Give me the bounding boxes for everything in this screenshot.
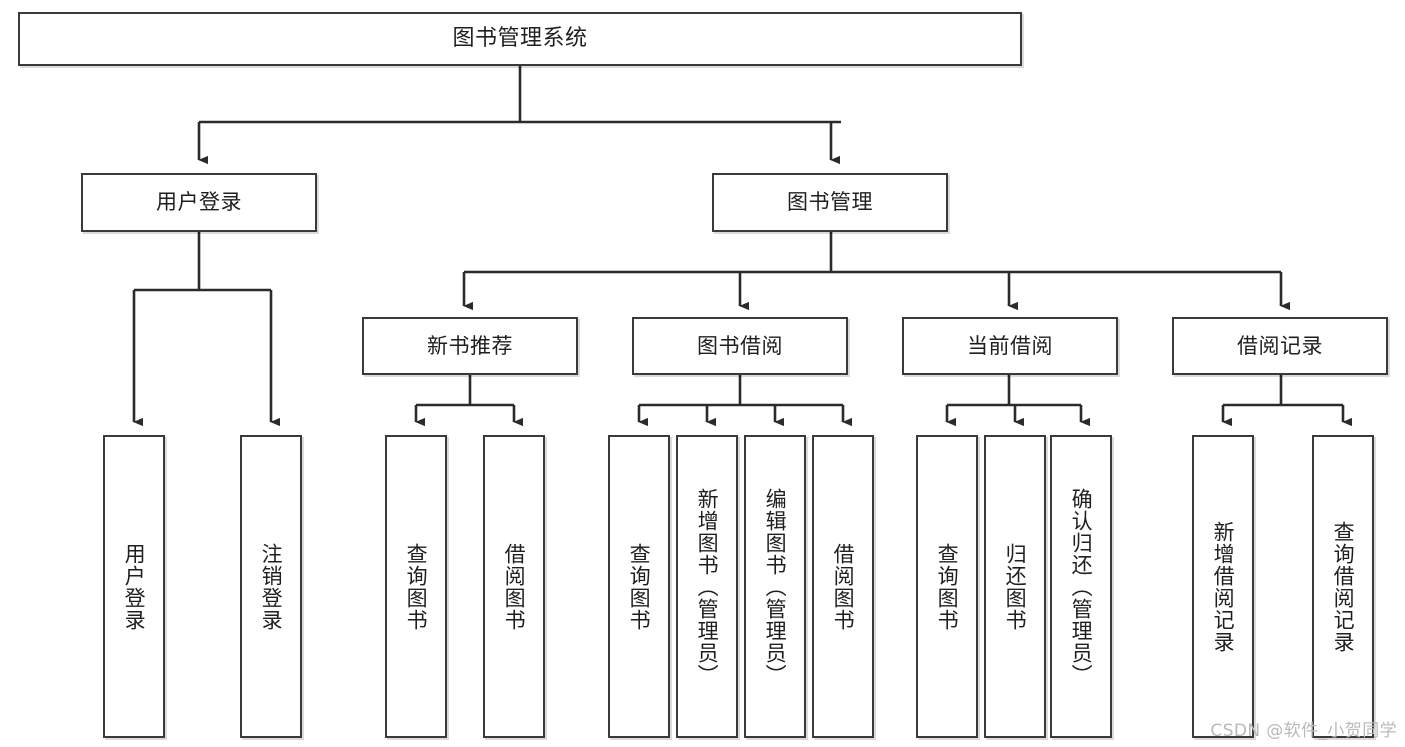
leaf-user-login-signin[interactable]: 用户登录 — [103, 435, 165, 738]
node-new-book-recommend[interactable]: 新书推荐 — [362, 317, 578, 375]
node-user-login-label: 用户登录 — [156, 190, 242, 215]
node-book-borrow[interactable]: 图书借阅 — [632, 317, 848, 375]
node-new-book-recommend-label: 新书推荐 — [427, 333, 513, 358]
leaf-current-borrow-return-label: 归还图书 — [1003, 542, 1028, 631]
leaf-new-book-query[interactable]: 查询图书 — [385, 435, 447, 738]
leaf-book-borrow-edit[interactable]: 编辑图书（管理员） — [744, 435, 806, 738]
node-borrow-record-label: 借阅记录 — [1237, 333, 1323, 358]
node-book-management-label: 图书管理 — [787, 190, 873, 215]
leaf-user-login-signin-label: 用户登录 — [122, 542, 147, 631]
node-book-borrow-label: 图书借阅 — [697, 333, 783, 358]
leaf-borrow-record-query-label: 查询借阅记录 — [1331, 520, 1356, 653]
watermark-text: CSDN @软件_小贺同学 — [1210, 721, 1397, 741]
leaf-book-borrow-edit-label: 编辑图书（管理员） — [763, 487, 788, 686]
leaf-current-borrow-return[interactable]: 归还图书 — [984, 435, 1046, 738]
leaf-book-borrow-add-label: 新增图书（管理员） — [695, 487, 720, 686]
node-book-management[interactable]: 图书管理 — [712, 173, 948, 232]
leaf-new-book-query-label: 查询图书 — [404, 542, 429, 631]
node-current-borrow[interactable]: 当前借阅 — [902, 317, 1118, 375]
leaf-current-borrow-confirm-return-label: 确认归还（管理员） — [1069, 487, 1094, 686]
node-user-login[interactable]: 用户登录 — [81, 173, 317, 232]
node-root-book-management-system[interactable]: 图书管理系统 — [18, 12, 1022, 66]
node-current-borrow-label: 当前借阅 — [967, 333, 1053, 358]
leaf-new-book-borrow[interactable]: 借阅图书 — [483, 435, 545, 738]
leaf-current-borrow-query[interactable]: 查询图书 — [916, 435, 978, 738]
leaf-book-borrow-add[interactable]: 新增图书（管理员） — [676, 435, 738, 738]
leaf-current-borrow-confirm-return[interactable]: 确认归还（管理员） — [1050, 435, 1112, 738]
leaf-borrow-record-add[interactable]: 新增借阅记录 — [1192, 435, 1254, 738]
leaf-user-login-signout-label: 注销登录 — [259, 542, 284, 631]
node-borrow-record[interactable]: 借阅记录 — [1172, 317, 1388, 375]
leaf-user-login-signout[interactable]: 注销登录 — [240, 435, 302, 738]
leaf-book-borrow-query-label: 查询图书 — [627, 542, 652, 631]
leaf-borrow-record-query[interactable]: 查询借阅记录 — [1312, 435, 1374, 738]
leaf-current-borrow-query-label: 查询图书 — [935, 542, 960, 631]
leaf-borrow-record-add-label: 新增借阅记录 — [1211, 520, 1236, 653]
leaf-book-borrow-borrow-label: 借阅图书 — [831, 542, 856, 631]
leaf-book-borrow-query[interactable]: 查询图书 — [608, 435, 670, 738]
leaf-book-borrow-borrow[interactable]: 借阅图书 — [812, 435, 874, 738]
node-root-label: 图书管理系统 — [452, 26, 588, 52]
leaf-new-book-borrow-label: 借阅图书 — [502, 542, 527, 631]
